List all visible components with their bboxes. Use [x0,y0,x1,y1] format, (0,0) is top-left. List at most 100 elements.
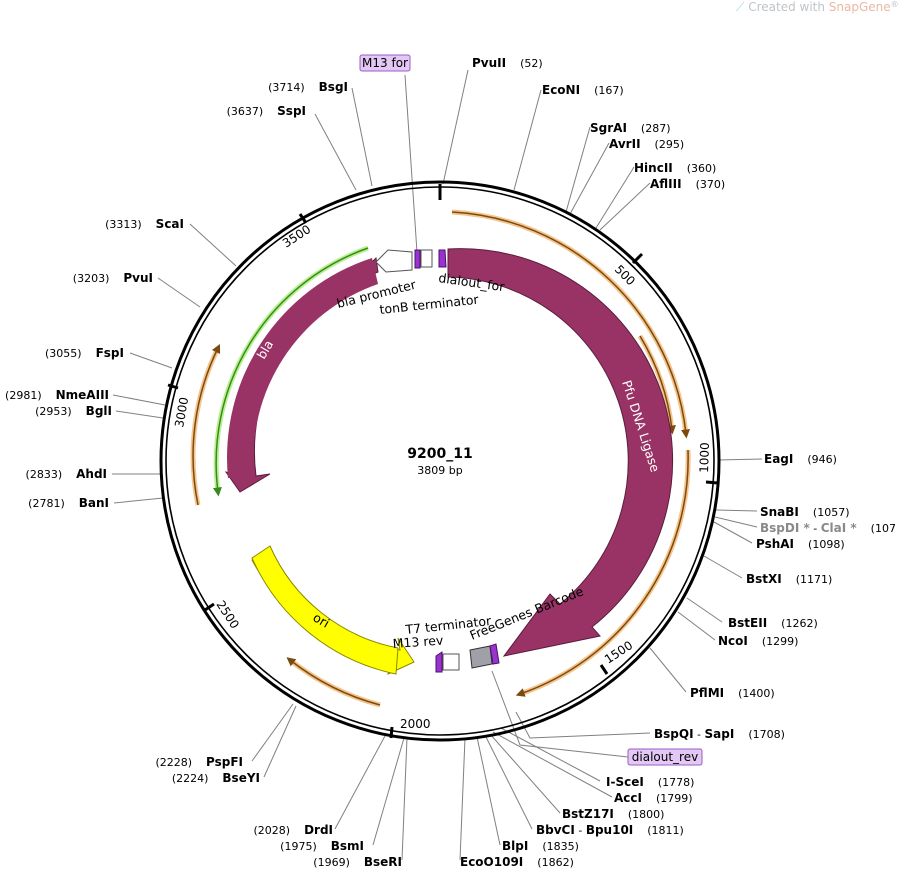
plasmid-length: 3809 bp [417,464,462,477]
dialout-for-left-feature [414,249,421,269]
leader-ecoo109i [459,737,466,861]
leader-scai [189,223,237,267]
leader-sapi [515,711,651,739]
site-econi: EcoNI(167) [542,83,624,97]
site-bsteii: BstEII(1262) [728,616,818,630]
bla-body [227,258,378,478]
ori-body [251,545,399,675]
leader-snabi [715,509,758,512]
leader-sgrai [565,126,591,213]
site-ncoi: NcoI(1299) [718,634,798,648]
site-snabi: SnaBI(1057) [760,505,849,519]
site-pvuii: PvuII(52) [472,56,543,70]
site-pshai: PshAI(1098) [756,537,845,551]
t7-terminator-feature [442,653,460,671]
bla-promoter-feature [375,249,413,273]
watermark-mark: ® [890,0,899,9]
orange-features [190,209,691,708]
leader-econi [513,89,542,191]
leader-bsgi [351,87,373,187]
orange-arc-right-line [639,335,676,435]
m13-rev-label: M13 rev [392,632,444,651]
site-pvui: (3203)PvuI [73,271,153,285]
leader-avrii [569,142,610,215]
leader-bbvci [484,734,533,830]
tick-3000 [167,383,179,390]
orange-arc-bottom-left-line [286,657,381,706]
leader-pflmi [649,647,687,693]
ruler-ticks [167,184,719,739]
site-bseri: (1969)BseRI [313,855,402,869]
tick-1000 [705,480,719,485]
site-acci: AccI(1799) [614,791,693,805]
leader-pspfi [251,703,294,762]
tick-label-2000: 2000 [400,717,431,731]
site-drdi: (2028)DrdI [253,823,333,837]
site-sspi: (3637)SspI [227,104,306,118]
leader-pshai [713,521,753,544]
backbone-outer-ring [159,180,721,742]
watermark-brand: SnapGene [828,0,891,14]
watermark-prefix: Created with [748,0,829,14]
tick-3500 [298,213,308,224]
tick-label-1000: 1000 [697,442,712,473]
site-bspdi-clai: BspDI * - ClaI *(107 [760,521,896,535]
green-promoter-arc-line [212,247,369,497]
site-bgli: (2953)BglI [35,404,112,418]
freegenes-barcode-feature [469,645,493,669]
m13-for-primer-label: M13 for [362,56,408,70]
leader-blpi [476,736,501,846]
leader-bani [113,497,164,504]
m13-rev-feature [435,651,443,673]
tick-2000 [389,726,394,739]
site-bbvci-bpu10i: BbvCI - Bpu10I(1811) [536,823,684,837]
site-pspfi: (2228)PspFI [155,755,243,769]
orange-arc-outer-line [451,211,690,439]
site-iscei: I-SceI(1778) [606,775,694,789]
dialout-rev-primer-box [627,748,703,766]
leader-pvuii [442,69,469,185]
leader-hincii [595,166,635,229]
leader-iscei [500,727,601,782]
snapgene-logo-icon: ⟋ [736,0,749,14]
site-avrii: AvrII(295) [609,137,684,151]
watermark: ⟋ Created with SnapGene® [736,0,904,16]
orange-arc-lower-line [515,449,689,697]
leader-dialout-rev [491,670,629,758]
leader-nmeaiii [112,394,166,406]
leader-bsteii [686,597,723,623]
site-blpi: BlpI(1835) [502,839,579,853]
leader-drdi [334,733,387,830]
leader-bstxi [703,555,743,579]
site-sgrai: SgrAI(287) [590,121,671,135]
leader-acci [492,731,613,798]
site-afliii: AflIII(370) [650,177,725,191]
leader-ncoi [677,611,716,641]
tick-500 [631,252,644,265]
site-bsgi: (3714)BsgI [268,80,348,94]
leader-bgli [115,410,164,419]
leader-bstz17i [489,733,561,814]
plasmid-name: 9200_11 [407,446,472,462]
m13-for-primer-box [359,54,411,72]
site-bani: (2781)BanI [28,496,109,510]
dialout-rev-primer-label: dialout_rev [632,750,698,764]
site-bstxi: BstXI(1171) [746,572,832,586]
tick-label-2500: 2500 [213,598,241,631]
leader-m13-for [404,74,418,253]
restriction-site-labels-right: PvuII(52) EcoNI(167) SgrAI(287) AvrII(29… [460,56,896,869]
site-leader-lines [112,69,763,861]
site-hincii: HincII(360) [634,161,716,175]
tick-2500 [204,602,215,612]
leader-claI [714,516,758,528]
dialout-for-feature [438,249,447,268]
site-bseyi: (2224)BseYI [172,771,260,785]
dialout-rev-feature [489,643,500,665]
tick-1500 [599,664,609,675]
site-nmeaiii: (2981)NmeAIII [5,388,109,402]
leader-afliii [599,182,651,231]
site-bstz17i: BstZ17I(1800) [562,807,664,821]
leader-fspi [129,352,173,369]
restriction-site-labels-left: (1969)BseRI (1975)BsmI (2028)DrdI (2224)… [5,80,402,869]
